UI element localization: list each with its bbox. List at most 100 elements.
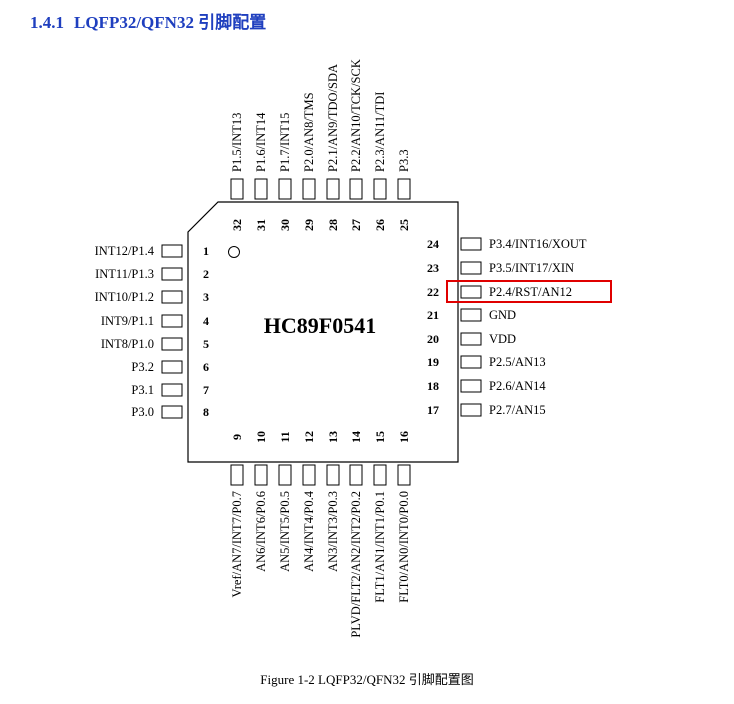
- chip-body: [187, 201, 459, 463]
- pin-10-pad: [254, 464, 268, 486]
- pin-8-number: 8: [203, 405, 209, 419]
- pin-22-number: 22: [427, 285, 439, 299]
- pin-18-number: 18: [427, 379, 439, 393]
- pin-27-number: 27: [349, 219, 363, 231]
- section-heading: 1.4.1 LQFP32/QFN32 引脚配置: [30, 8, 266, 33]
- pin-6-label: P3.2: [131, 360, 154, 374]
- pin-14-pad: [349, 464, 363, 486]
- pin-28-label: P2.1/AN9/TDO/SDA: [326, 64, 340, 172]
- pin-15-label: FLT1/AN1/INT1/P0.1: [373, 491, 387, 603]
- pin-31-number: 31: [254, 219, 268, 231]
- pin-11-pad: [278, 464, 292, 486]
- pin-24-pad: [460, 237, 482, 251]
- pin-31-pad: [254, 178, 268, 200]
- pin-20-pad: [460, 332, 482, 346]
- pin-21-number: 21: [427, 308, 439, 322]
- pin-20-label: VDD: [489, 332, 516, 346]
- pin-27-pad: [349, 178, 363, 200]
- pin-8-label: P3.0: [131, 405, 154, 419]
- pin-17-pad: [460, 403, 482, 417]
- pin-29-number: 29: [302, 219, 316, 231]
- pin-5-pad: [161, 337, 183, 351]
- pin-32-number: 32: [230, 219, 244, 231]
- section-number: 1.4.1: [30, 13, 64, 32]
- pin-3-label: INT10/P1.2: [95, 290, 154, 304]
- pin-4-number: 4: [203, 314, 209, 328]
- pin-13-label: AN3/INT3/P0.3: [326, 491, 340, 572]
- pin-3-number: 3: [203, 290, 209, 304]
- pin-26-label: P2.3/AN11/TDI: [373, 92, 387, 172]
- pin-13-pad: [326, 464, 340, 486]
- pin-1-number: 1: [203, 244, 209, 258]
- pin-11-number: 11: [278, 431, 292, 442]
- pin-27-label: P2.2/AN10/TCK/SCK: [349, 59, 363, 172]
- pin-16-pad: [397, 464, 411, 486]
- pin-13-number: 13: [326, 431, 340, 443]
- pin-1-label: INT12/P1.4: [95, 244, 155, 258]
- pin-8-pad: [161, 405, 183, 419]
- pin-15-pad: [373, 464, 387, 486]
- pin-32-label: P1.5/INT13: [230, 113, 244, 172]
- pin-11-label: AN5/INT5/P0.5: [278, 491, 292, 572]
- pin-9-label: Vref/AN7/INT7/P0.7: [230, 491, 244, 598]
- pin-22-highlight-box: [446, 280, 612, 303]
- pin-19-pad: [460, 355, 482, 369]
- pin-9-number: 9: [230, 434, 244, 440]
- pin-32-pad: [230, 178, 244, 200]
- pin-16-label: FLT0/AN0/INT0/P0.0: [397, 491, 411, 603]
- pin-23-pad: [460, 261, 482, 275]
- chip-name: HC89F0541: [264, 313, 376, 338]
- pin-23-label: P3.5/INT17/XIN: [489, 261, 574, 275]
- pin1-marker: [228, 246, 240, 258]
- pin-17-label: P2.7/AN15: [489, 403, 546, 417]
- pin-29-pad: [302, 178, 316, 200]
- pin-28-number: 28: [326, 219, 340, 231]
- pin-19-number: 19: [427, 355, 439, 369]
- pin-28-pad: [326, 178, 340, 200]
- pin-7-pad: [161, 383, 183, 397]
- pin-10-number: 10: [254, 431, 268, 443]
- figure-caption: Figure 1-2 LQFP32/QFN32 引脚配置图: [260, 672, 474, 687]
- pin-9-pad: [230, 464, 244, 486]
- pin-10-label: AN6/INT6/P0.6: [254, 491, 268, 572]
- pin-25-number: 25: [397, 219, 411, 231]
- pin-20-number: 20: [427, 332, 439, 346]
- pin-24-number: 24: [427, 237, 439, 251]
- pin-22-label: P2.4/RST/AN12: [489, 285, 572, 299]
- pin-7-label: P3.1: [131, 383, 154, 397]
- pin-25-label: P3.3: [397, 149, 411, 172]
- pin-26-number: 26: [373, 219, 387, 231]
- pin-21-label: GND: [489, 308, 516, 322]
- pin-29-label: P2.0/AN8/TMS: [302, 92, 316, 172]
- pin-2-pad: [161, 267, 183, 281]
- pin-30-pad: [278, 178, 292, 200]
- pin-15-number: 15: [373, 431, 387, 443]
- pin-18-label: P2.6/AN14: [489, 379, 546, 393]
- pin-6-number: 6: [203, 360, 209, 374]
- pin-23-number: 23: [427, 261, 439, 275]
- pin-31-label: P1.6/INT14: [254, 112, 268, 172]
- pin-4-pad: [161, 314, 183, 328]
- pin-14-label: PLVD/FLT2/AN2/INT2/P0.2: [349, 491, 363, 638]
- pin-5-number: 5: [203, 337, 209, 351]
- section-title: LQFP32/QFN32 引脚配置: [74, 13, 267, 32]
- pin-25-pad: [397, 178, 411, 200]
- pin-19-label: P2.5/AN13: [489, 355, 546, 369]
- pin-21-pad: [460, 308, 482, 322]
- pin-24-label: P3.4/INT16/XOUT: [489, 237, 587, 251]
- pin-2-label: INT11/P1.3: [95, 267, 154, 281]
- pin-17-number: 17: [427, 403, 439, 417]
- pin-18-pad: [460, 379, 482, 393]
- pin-2-number: 2: [203, 267, 209, 281]
- pin-30-label: P1.7/INT15: [278, 113, 292, 172]
- pin-12-label: AN4/INT4/P0.4: [302, 490, 316, 572]
- pin-12-pad: [302, 464, 316, 486]
- pin-1-pad: [161, 244, 183, 258]
- pin-7-number: 7: [203, 383, 209, 397]
- pin-3-pad: [161, 290, 183, 304]
- pin-14-number: 14: [349, 431, 363, 443]
- pin-16-number: 16: [397, 431, 411, 443]
- pin-6-pad: [161, 360, 183, 374]
